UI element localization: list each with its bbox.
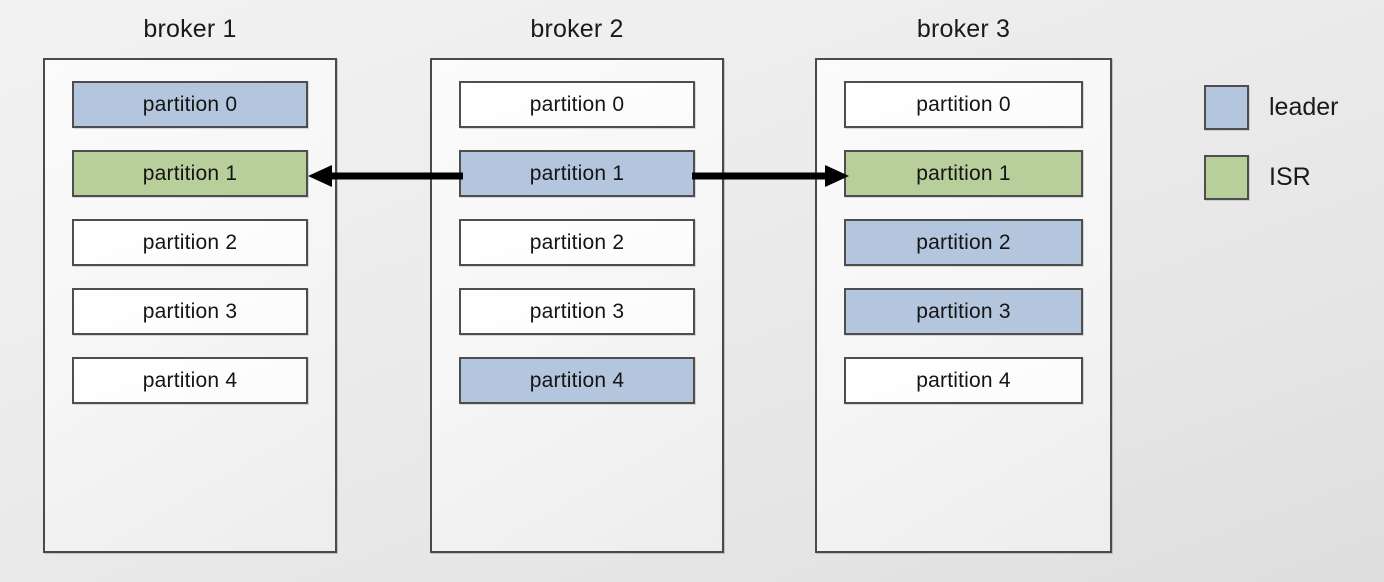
broker-frame-2: partition 0 partition 1 partition 2 part… (430, 58, 724, 553)
partition-broker1-4[interactable]: partition 4 (72, 357, 308, 404)
legend-swatch-leader-icon (1204, 84, 1249, 130)
partition-broker2-3[interactable]: partition 3 (459, 288, 695, 335)
partition-list-2: partition 0 partition 1 partition 2 part… (459, 81, 695, 426)
broker-column-1: broker 1 partition 0 partition 1 partiti… (43, 14, 337, 553)
partition-broker3-3[interactable]: partition 3 (844, 288, 1083, 335)
partition-broker3-0[interactable]: partition 0 (844, 81, 1083, 128)
partition-broker3-1[interactable]: partition 1 (844, 150, 1083, 197)
partition-broker1-1[interactable]: partition 1 (72, 150, 308, 197)
broker-column-3: broker 3 partition 0 partition 1 partiti… (815, 14, 1112, 553)
partition-broker2-1[interactable]: partition 1 (459, 150, 695, 197)
broker-column-2: broker 2 partition 0 partition 1 partiti… (430, 14, 724, 553)
partition-broker3-2[interactable]: partition 2 (844, 219, 1083, 266)
broker-frame-3: partition 0 partition 1 partition 2 part… (815, 58, 1112, 553)
legend: leader ISR (1204, 83, 1339, 223)
partition-broker1-2[interactable]: partition 2 (72, 219, 308, 266)
legend-swatch-isr-icon (1204, 154, 1249, 200)
broker-title-1: broker 1 (143, 15, 237, 43)
legend-item-leader: leader (1204, 83, 1339, 131)
partition-broker2-2[interactable]: partition 2 (459, 219, 695, 266)
partition-list-1: partition 0 partition 1 partition 2 part… (72, 81, 308, 426)
broker-title-2: broker 2 (530, 15, 624, 43)
partition-broker2-0[interactable]: partition 0 (459, 81, 695, 128)
partition-broker1-0[interactable]: partition 0 (72, 81, 308, 128)
broker-frame-1: partition 0 partition 1 partition 2 part… (43, 58, 337, 553)
legend-item-isr: ISR (1204, 153, 1339, 201)
broker-title-3: broker 3 (916, 15, 1011, 43)
partition-broker1-3[interactable]: partition 3 (72, 288, 308, 335)
partition-broker2-4[interactable]: partition 4 (459, 357, 695, 404)
legend-label-leader: leader (1269, 92, 1339, 121)
partition-broker3-4[interactable]: partition 4 (844, 357, 1083, 404)
partition-list-3: partition 0 partition 1 partition 2 part… (844, 81, 1083, 426)
legend-label-isr: ISR (1269, 162, 1311, 191)
